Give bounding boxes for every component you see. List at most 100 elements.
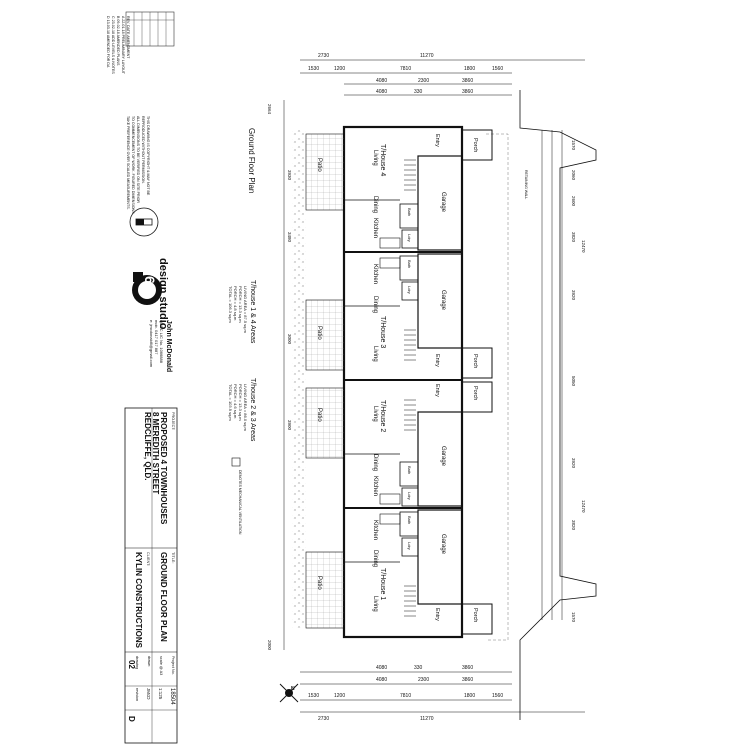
unit-3-dining: Dining bbox=[372, 296, 378, 314]
project-address-1: 8 MEREDITH STREET bbox=[151, 412, 160, 495]
unit-1-living: Living bbox=[372, 596, 378, 612]
area-line: TOTAL = 103.9 sq.m bbox=[228, 384, 233, 421]
unit-4-ldry: Ldry bbox=[407, 234, 412, 242]
unit-2-garage: Garage bbox=[440, 446, 446, 467]
dim-bottom-row3: 7810 bbox=[400, 693, 412, 699]
unit-2-living: Living bbox=[372, 406, 378, 422]
unit-1-ldry: Ldry bbox=[407, 542, 412, 550]
dim-left: 2000 bbox=[267, 640, 272, 651]
dim-bottom-row3: 1530 bbox=[308, 693, 320, 699]
north-label: N bbox=[291, 686, 295, 692]
revision-table bbox=[125, 11, 175, 47]
unit-1-porch: Porch bbox=[472, 608, 478, 623]
unit-2-porch: Porch bbox=[472, 386, 478, 401]
dim-row4: 4080 bbox=[376, 89, 388, 95]
north-arrow bbox=[129, 207, 159, 237]
dimension-lines bbox=[283, 59, 585, 713]
unit-1-entry: Entry bbox=[434, 608, 440, 621]
unit-3-bath: Bath bbox=[407, 260, 412, 269]
unit-1-garage: Garage bbox=[440, 534, 446, 555]
designer-name: John McDonald bbox=[165, 320, 172, 373]
project-no-label: Project No. bbox=[171, 656, 175, 675]
dim-left: 3480 bbox=[287, 232, 292, 243]
dim-bottom-row2: 3860 bbox=[462, 677, 474, 683]
dim-bottom-row1: 4080 bbox=[376, 665, 388, 671]
dim-top-left: 2730 bbox=[318, 53, 330, 59]
unit-2-entry: Entry bbox=[434, 384, 440, 397]
unit-4-kitchen: Kitchen bbox=[372, 218, 378, 239]
dim-bottom-row1: 3860 bbox=[462, 665, 474, 671]
studio-name: design studio bbox=[157, 258, 169, 330]
unit-3-garage: Garage bbox=[440, 290, 446, 311]
revision-row: D 13-03-18 AMENDED FOR DA bbox=[106, 16, 110, 68]
dim-right: 12470 bbox=[581, 240, 586, 253]
unit-4-entry: Entry bbox=[434, 134, 440, 147]
studio-logo bbox=[132, 272, 162, 305]
dim-right: 3820 bbox=[571, 232, 576, 243]
dim-row3: 4080 bbox=[376, 78, 388, 84]
unit-2-kitchen: Kitchen bbox=[372, 476, 378, 497]
unit-3-kitchen: Kitchen bbox=[372, 264, 378, 285]
dim-row3: 2300 bbox=[418, 78, 430, 84]
scale-label: scale @ A3 bbox=[159, 656, 163, 676]
client-name: KYLIN CONSTRUCTIONS bbox=[134, 552, 143, 648]
dim-right: 1570 bbox=[571, 140, 576, 151]
project-no: 18504 bbox=[169, 688, 175, 705]
plan-title: Ground Floor Plan bbox=[247, 128, 256, 194]
dim-row3: 3860 bbox=[462, 78, 474, 84]
area-line: PORCH = 13.3 sq.m bbox=[238, 286, 243, 323]
drawing-title: GROUND FLOOR PLAN bbox=[159, 552, 168, 642]
client-label: CLIENT: bbox=[146, 552, 150, 567]
unit-4-bath: Bath bbox=[407, 208, 412, 217]
dim-right: 3920 bbox=[571, 458, 576, 469]
dim-right: 1570 bbox=[571, 612, 576, 623]
drawn-label: drawn bbox=[147, 656, 151, 667]
designer-licence: QBCC LIC No. 1066888 bbox=[159, 320, 164, 363]
scale: 1:125 bbox=[158, 688, 163, 700]
revision-row: B 09-02-18 AMENDED PLANS bbox=[116, 16, 120, 66]
dim-left: 2664 bbox=[267, 104, 272, 115]
unit-3-patio: Patio bbox=[316, 326, 322, 340]
compass-icon bbox=[279, 683, 299, 703]
dim-overall-top: 11270 bbox=[420, 53, 434, 59]
unit-1-name: T/House 1 bbox=[379, 568, 386, 601]
project-label: PROJECT: bbox=[171, 412, 175, 431]
unit-2-dining: Dining bbox=[372, 454, 378, 472]
unit-1-bath: Bath bbox=[407, 516, 412, 525]
dim-row4: 3860 bbox=[462, 89, 474, 95]
unit-2-ldry: Ldry bbox=[407, 492, 412, 500]
unit-3-ldry: Ldry bbox=[407, 286, 412, 294]
revision-row: A 22-01-18 PRELIMINARY LAYOUT bbox=[121, 16, 125, 74]
studio-number: 6 bbox=[142, 276, 158, 284]
dim-left: 3900 bbox=[287, 420, 292, 431]
dim-bottom-row3: 1800 bbox=[464, 693, 476, 699]
revision-rows: REV. DATE AMENDMENT A 22-01-18 PRELIMINA… bbox=[105, 16, 130, 74]
area-heading-1: T/house 1 & 4 Areas bbox=[249, 280, 256, 344]
unit-4-name: T/House 4 bbox=[379, 144, 386, 177]
dim-bottom-row2: 4080 bbox=[376, 677, 388, 683]
area-line: LIVING AREA = 87.5 sq.m bbox=[243, 286, 248, 333]
designer-email: e: jmcdonald6@gmail.com bbox=[149, 320, 154, 368]
revision-header: REV. DATE AMENDMENT bbox=[126, 16, 130, 59]
dim-bottom-row4: 11270 bbox=[420, 716, 434, 722]
unit-4-living: Living bbox=[372, 150, 378, 166]
dim-left: 3930 bbox=[287, 170, 292, 181]
dim-row2: 1530 bbox=[308, 66, 320, 72]
site-boundary bbox=[486, 90, 597, 720]
unit-1-dining: Dining bbox=[372, 550, 378, 568]
dim-bottom-row2: 2300 bbox=[418, 677, 430, 683]
unit-2-patio: Patio bbox=[316, 408, 322, 422]
dim-bottom-row1: 330 bbox=[414, 665, 423, 671]
dim-right: 5050 bbox=[571, 376, 576, 387]
area-line: PORCH = 4.8 sq.m bbox=[233, 286, 238, 321]
unit-2-name: T/House 2 bbox=[379, 400, 386, 433]
unit-3-porch: Porch bbox=[472, 354, 478, 369]
title-block-frame bbox=[124, 407, 178, 744]
patios bbox=[292, 128, 345, 629]
dim-bottom-row3: 1560 bbox=[492, 693, 504, 699]
legend-box bbox=[231, 457, 241, 467]
title-label: TITLE: bbox=[171, 552, 175, 564]
unit-2-bath: Bath bbox=[407, 466, 412, 475]
project-address-2: REDCLIFFE, QLD. bbox=[143, 412, 152, 481]
